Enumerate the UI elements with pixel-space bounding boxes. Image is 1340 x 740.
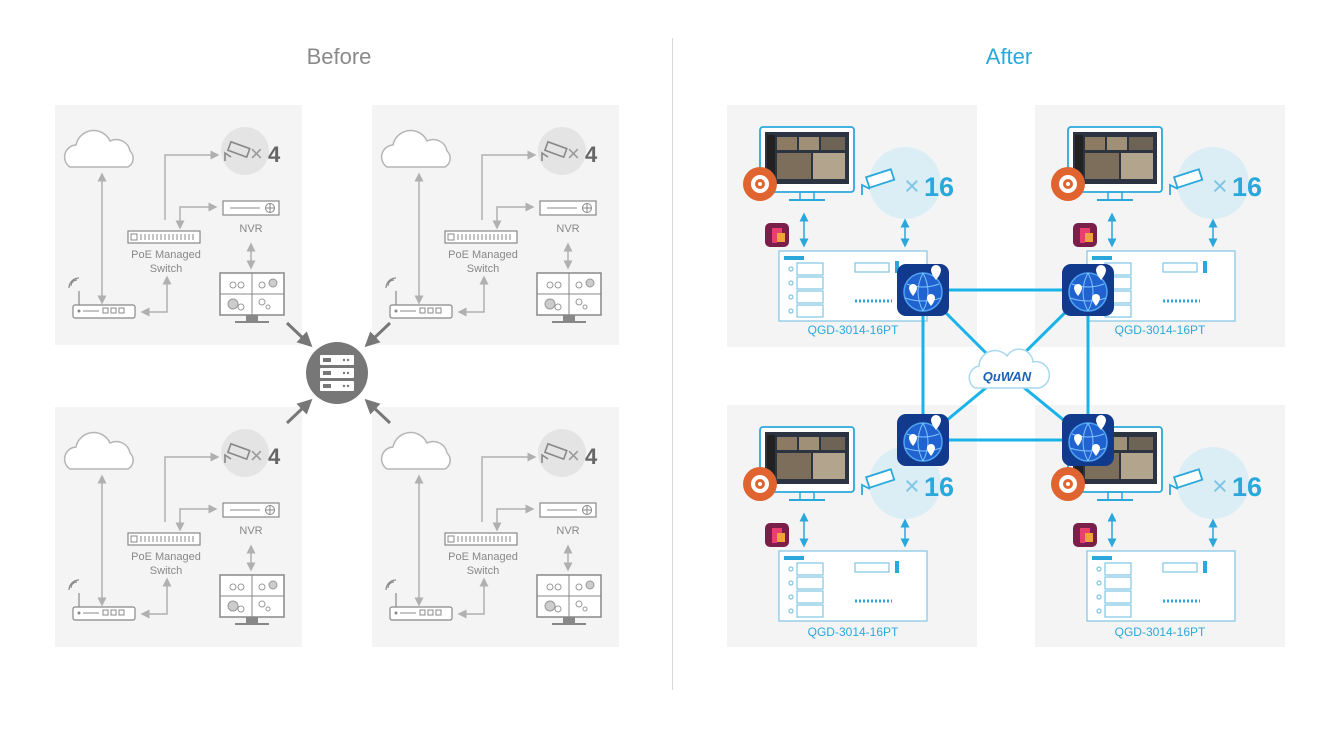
multiplier-symbol: × xyxy=(250,141,263,166)
multiplier-symbol: × xyxy=(567,443,580,468)
before-heading: Before xyxy=(306,44,372,69)
switch-label: PoE Managed xyxy=(131,551,201,563)
after-heading: After xyxy=(985,44,1033,69)
multiplier-symbol: × xyxy=(1212,171,1228,201)
device-label: QGD-3014-16PT xyxy=(1115,323,1206,337)
camera-count: 16 xyxy=(924,472,954,502)
quwan-globe-icon xyxy=(1061,263,1115,317)
multiplier-symbol: × xyxy=(567,141,580,166)
camera-count: 16 xyxy=(1232,172,1262,202)
device-label: QGD-3014-16PT xyxy=(808,625,899,639)
quwan-label: QuWAN xyxy=(983,369,1032,384)
quwan-cloud-icon: QuWAN xyxy=(968,348,1051,389)
quwan-globe-icon xyxy=(896,263,950,317)
section-divider xyxy=(672,38,673,690)
switch-label: Switch xyxy=(467,263,499,275)
server-stack-icon xyxy=(306,342,368,404)
multiplier-symbol: × xyxy=(250,443,263,468)
camera-count: 4 xyxy=(268,444,281,469)
nvr-label: NVR xyxy=(239,223,262,235)
nvr-label: NVR xyxy=(239,525,262,537)
camera-count: 4 xyxy=(585,142,598,167)
switch-label: PoE Managed xyxy=(448,551,518,563)
nvr-label: NVR xyxy=(556,525,579,537)
switch-label: Switch xyxy=(467,565,499,577)
multiplier-symbol: × xyxy=(904,171,920,201)
nvr-label: NVR xyxy=(556,223,579,235)
switch-label: Switch xyxy=(150,565,182,577)
switch-label: Switch xyxy=(150,263,182,275)
device-label: QGD-3014-16PT xyxy=(1115,625,1206,639)
camera-count: 4 xyxy=(268,142,281,167)
switch-label: PoE Managed xyxy=(131,249,201,261)
camera-count: 4 xyxy=(585,444,598,469)
quwan-globe-icon xyxy=(1061,413,1115,467)
device-label: QGD-3014-16PT xyxy=(808,323,899,337)
multiplier-symbol: × xyxy=(904,471,920,501)
camera-count: 16 xyxy=(1232,472,1262,502)
switch-label: PoE Managed xyxy=(448,249,518,261)
multiplier-symbol: × xyxy=(1212,471,1228,501)
camera-count: 16 xyxy=(924,172,954,202)
quwan-globe-icon xyxy=(896,413,950,467)
